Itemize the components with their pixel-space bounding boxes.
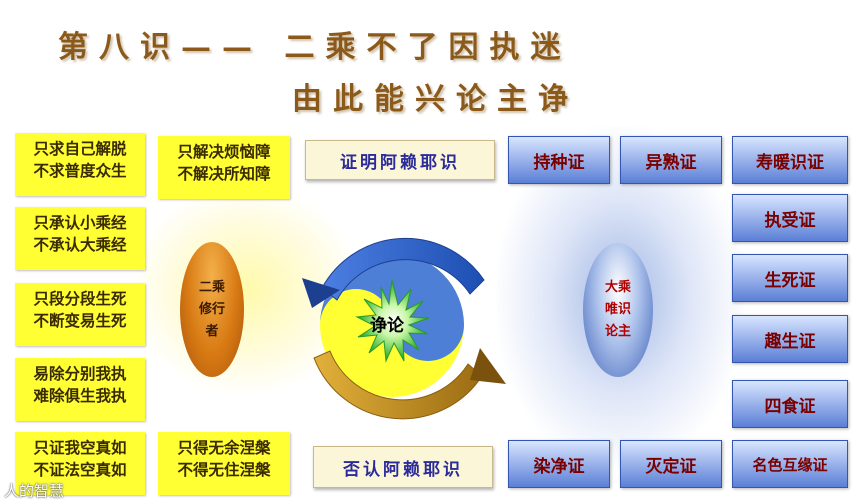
proof-box-4: 执受证 xyxy=(732,194,848,242)
left-box-5-line1: 只证我空真如 xyxy=(33,438,127,457)
left-box-1-line2: 不求普度众生 xyxy=(33,161,127,180)
practitioner-oval: 二乘 修行 者 xyxy=(180,242,244,377)
proof-box-7: 四食证 xyxy=(732,380,848,428)
debate-label: 诤论 xyxy=(370,316,404,336)
mahayana-oval-line2: 唯识 xyxy=(604,302,631,317)
middle-box-top-line1: 只解决烦恼障 xyxy=(177,142,271,161)
proof-box-2: 异熟证 xyxy=(620,136,722,184)
mahayana-oval: 大乘 唯识 论主 xyxy=(583,243,653,377)
left-box-3-line2: 不断变易生死 xyxy=(33,311,127,330)
proof-box-6: 趣生证 xyxy=(732,315,848,363)
watermark: 人的智慧 xyxy=(4,482,65,500)
left-box-4-line1: 易除分别我执 xyxy=(33,364,127,383)
proof-box-9: 灭定证 xyxy=(620,440,722,488)
left-box-2-line1: 只承认小乘经 xyxy=(33,213,127,232)
left-box-1: 只求自己解脱 不求普度众生 xyxy=(15,133,145,196)
top-arc-arrow xyxy=(321,237,485,301)
proof-box-8: 染净证 xyxy=(508,440,610,488)
mahayana-oval-line1: 大乘 xyxy=(604,280,631,295)
title-line-2: 由此能兴论主诤 xyxy=(292,82,579,117)
left-box-4-line2: 难除俱生我执 xyxy=(33,386,127,405)
middle-box-bottom: 只得无余涅槃 不得无住涅槃 xyxy=(158,432,290,495)
prove-box: 证明阿赖耶识 xyxy=(305,140,495,180)
gold-arrowhead-icon xyxy=(470,348,506,384)
proof-box-10: 名色互缘证 xyxy=(732,440,848,488)
left-box-2-line2: 不承认大乘经 xyxy=(33,235,127,254)
proof-box-3: 寿暖识证 xyxy=(732,136,848,184)
middle-box-bottom-line2: 不得无住涅槃 xyxy=(177,460,271,479)
deny-box: 否认阿赖耶识 xyxy=(313,446,493,488)
starburst-icon xyxy=(355,279,430,363)
practitioner-oval-line3: 者 xyxy=(205,323,219,339)
middle-box-top: 只解决烦恼障 不解决所知障 xyxy=(158,136,290,199)
left-box-3: 只段分段生死 不断变易生死 xyxy=(15,283,145,346)
debate-diagram xyxy=(302,237,506,420)
left-box-1-line1: 只求自己解脱 xyxy=(33,139,127,158)
left-box-2: 只承认小乘经 不承认大乘经 xyxy=(15,207,145,270)
middle-box-top-line2: 不解决所知障 xyxy=(177,164,271,183)
proof-box-1: 持种证 xyxy=(508,136,610,184)
title-line-1: 第八识—— 二乘不了因执迷 xyxy=(58,30,572,65)
practitioner-oval-line2: 修行 xyxy=(198,301,225,317)
left-box-5: 只证我空真如 不证法空真如 xyxy=(15,432,145,495)
left-box-3-line1: 只段分段生死 xyxy=(33,289,127,308)
left-box-5-line2: 不证法空真如 xyxy=(33,460,127,479)
left-box-4: 易除分别我执 难除俱生我执 xyxy=(15,358,145,421)
mahayana-oval-line3: 论主 xyxy=(604,324,631,339)
proof-box-5: 生死证 xyxy=(732,254,848,302)
middle-box-bottom-line1: 只得无余涅槃 xyxy=(177,438,271,457)
practitioner-oval-line1: 二乘 xyxy=(198,279,225,295)
blue-arrowhead-icon xyxy=(302,278,340,308)
